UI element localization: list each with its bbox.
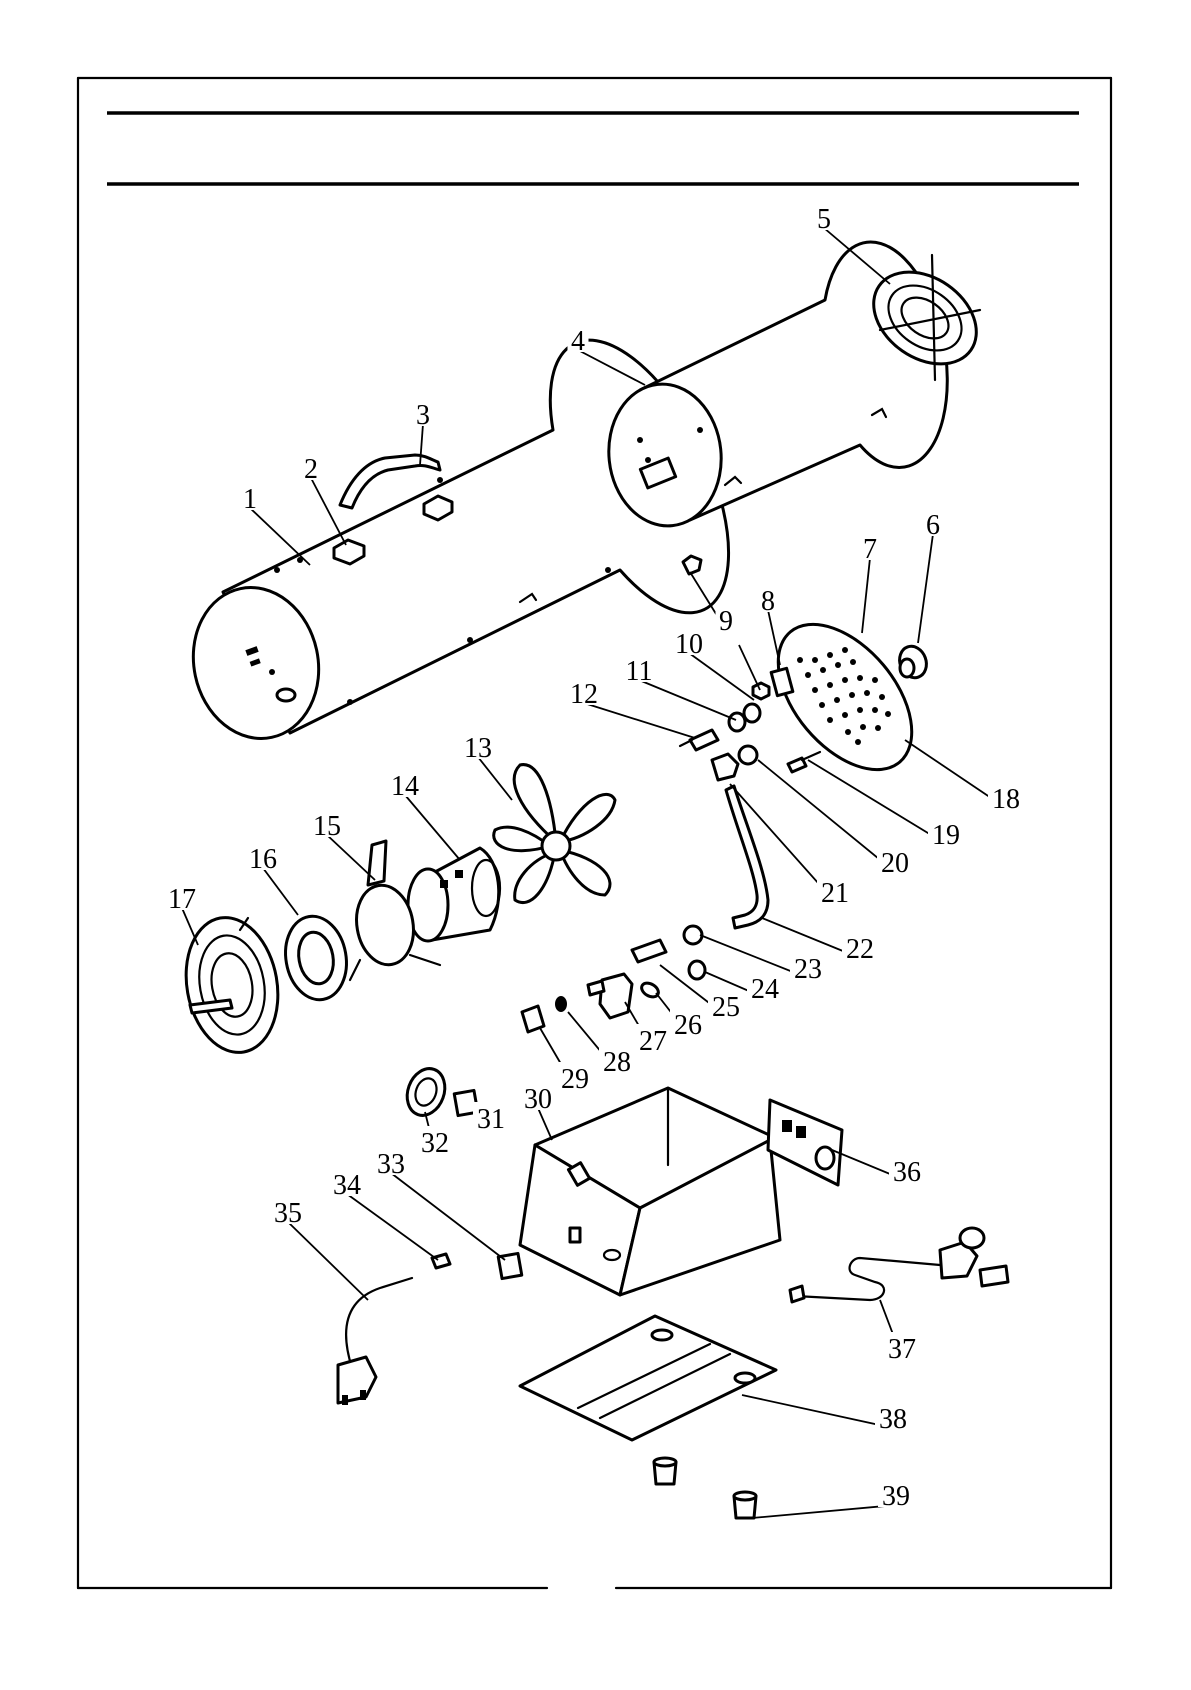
callout-number-18: 18 bbox=[992, 784, 1020, 815]
part-13-fan-blade bbox=[494, 765, 615, 903]
part-36-control-board bbox=[768, 1100, 842, 1185]
part-35-power-cord bbox=[338, 1278, 412, 1405]
part-23-nut bbox=[684, 926, 702, 944]
callout-number-30: 30 bbox=[524, 1084, 552, 1115]
callout-number-19: 19 bbox=[932, 820, 960, 851]
leader-line-9b bbox=[739, 645, 760, 690]
callout-number-1: 1 bbox=[243, 484, 257, 515]
callout-number-9: 9 bbox=[719, 606, 733, 637]
part-7-burner-plate bbox=[752, 600, 938, 795]
part-12-nozzle bbox=[680, 730, 718, 750]
leader-line-38 bbox=[742, 1395, 893, 1428]
callout-number-24: 24 bbox=[751, 974, 779, 1005]
callout-number-28: 28 bbox=[603, 1047, 631, 1078]
part-37-regulator-hose bbox=[790, 1228, 1008, 1302]
callout-number-36: 36 bbox=[893, 1157, 921, 1188]
leader-line-19 bbox=[808, 760, 946, 844]
part-11-washer bbox=[729, 713, 745, 731]
leader-line-35 bbox=[288, 1222, 368, 1300]
callout-number-2: 2 bbox=[304, 454, 318, 485]
part-16-gasket bbox=[279, 911, 353, 1004]
callout-number-33: 33 bbox=[377, 1149, 405, 1180]
callout-number-29: 29 bbox=[561, 1064, 589, 1095]
callout-number-14: 14 bbox=[391, 771, 419, 802]
part-25-connector bbox=[632, 940, 666, 962]
leader-line-6 bbox=[918, 534, 933, 643]
callout-number-15: 15 bbox=[313, 811, 341, 842]
leader-line-8 bbox=[768, 610, 780, 665]
callout-number-22: 22 bbox=[846, 934, 874, 965]
part-34-strain-relief bbox=[432, 1254, 450, 1268]
leader-line-16 bbox=[263, 868, 298, 915]
part-38-base-tray bbox=[520, 1316, 776, 1440]
callout-number-23: 23 bbox=[794, 954, 822, 985]
part-6-cap bbox=[895, 643, 930, 682]
callout-number-35: 35 bbox=[274, 1198, 302, 1229]
callout-number-21: 21 bbox=[821, 878, 849, 909]
part-22-gas-pipe bbox=[726, 786, 768, 928]
callout-number-17: 17 bbox=[168, 884, 196, 915]
leader-line-20 bbox=[758, 760, 895, 872]
part-28-washer bbox=[555, 996, 567, 1012]
callout-number-13: 13 bbox=[464, 733, 492, 764]
callout-number-16: 16 bbox=[249, 844, 277, 875]
callout-number-20: 20 bbox=[881, 848, 909, 879]
leader-line-39 bbox=[752, 1505, 896, 1518]
leader-line-11 bbox=[639, 680, 736, 720]
part-24-nut bbox=[689, 961, 705, 979]
callout-number-4: 4 bbox=[571, 326, 585, 357]
part-27-solenoid-valve bbox=[588, 974, 632, 1018]
callout-number-39: 39 bbox=[882, 1481, 910, 1512]
callout-number-26: 26 bbox=[674, 1010, 702, 1041]
callout-number-11: 11 bbox=[626, 656, 653, 687]
callout-number-12: 12 bbox=[570, 679, 598, 710]
part-20-nut bbox=[739, 746, 757, 764]
callout-number-31: 31 bbox=[477, 1104, 505, 1135]
callout-number-32: 32 bbox=[421, 1128, 449, 1159]
leader-line-10 bbox=[689, 653, 754, 700]
callout-number-6: 6 bbox=[926, 510, 940, 541]
callout-number-37: 37 bbox=[888, 1334, 916, 1365]
callout-number-34: 34 bbox=[333, 1170, 361, 1201]
part-21-elbow bbox=[712, 754, 738, 780]
callout-number-27: 27 bbox=[639, 1026, 667, 1057]
leader-line-2 bbox=[311, 478, 346, 545]
leader-line-33 bbox=[391, 1173, 505, 1260]
part-39-rubber-foot bbox=[654, 1458, 756, 1518]
callout-number-25: 25 bbox=[712, 992, 740, 1023]
part-19-electrode bbox=[788, 752, 820, 772]
part-30-chassis bbox=[520, 1088, 780, 1295]
part-32-knob bbox=[401, 1063, 451, 1120]
leader-line-34 bbox=[347, 1194, 438, 1260]
leader-line-1 bbox=[250, 508, 310, 565]
part-10-nut bbox=[744, 704, 760, 722]
callout-number-8: 8 bbox=[761, 586, 775, 617]
leader-line-14 bbox=[405, 795, 460, 860]
leader-line-12 bbox=[584, 703, 695, 738]
callout-number-38: 38 bbox=[879, 1404, 907, 1435]
part-26-washer bbox=[639, 980, 661, 999]
callout-number-10: 10 bbox=[675, 629, 703, 660]
leader-line-7 bbox=[862, 558, 870, 633]
part-14-motor bbox=[408, 848, 500, 941]
callout-number-7: 7 bbox=[863, 534, 877, 565]
callout-number-5: 5 bbox=[817, 204, 831, 235]
callout-number-3: 3 bbox=[416, 400, 430, 431]
